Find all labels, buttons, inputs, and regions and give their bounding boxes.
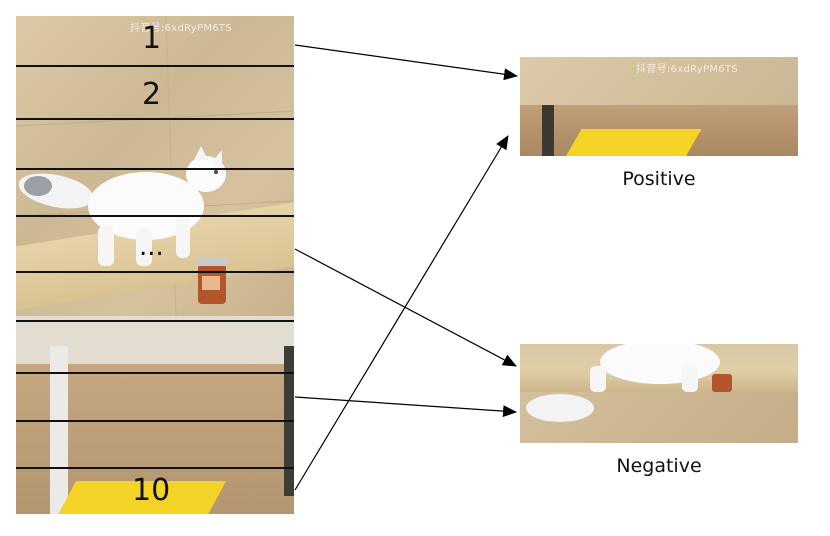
cat-tail-image bbox=[526, 394, 594, 422]
positive-band-bottom bbox=[520, 105, 798, 156]
arrow-segment10-to-positive bbox=[294, 135, 509, 491]
segment-ellipsis: ... bbox=[139, 232, 164, 262]
segment-divider bbox=[16, 320, 294, 322]
watermark-text: 抖音号:6xdRyPM6TS bbox=[636, 64, 738, 75]
segment-divider bbox=[16, 372, 294, 374]
segment-divider bbox=[16, 65, 294, 67]
segment-divider bbox=[16, 467, 294, 469]
cat-image bbox=[590, 344, 732, 392]
jar-image bbox=[196, 258, 228, 304]
segment-divider bbox=[16, 271, 294, 273]
negative-label: Negative bbox=[616, 455, 702, 477]
cat-image bbox=[18, 146, 226, 266]
segment-divider bbox=[16, 118, 294, 120]
watermark-text: 抖音号:6xdRyPM6TS bbox=[130, 23, 232, 34]
negative-band-top bbox=[520, 344, 798, 392]
counter-leg-white bbox=[50, 346, 68, 514]
arrow-lower-to-negative bbox=[294, 396, 517, 418]
positive-band-top: 抖音号:6xdRyPM6TS bbox=[520, 57, 798, 105]
segment-divider bbox=[16, 420, 294, 422]
negative-thumbnail bbox=[520, 344, 798, 443]
negative-band-bottom bbox=[520, 392, 798, 443]
segment-number-2: 2 bbox=[142, 77, 162, 112]
segment-number-10: 10 bbox=[132, 473, 171, 508]
arrow-middle-to-negative bbox=[294, 248, 517, 367]
leg-dark bbox=[542, 105, 554, 156]
arrow-segment1-to-positive bbox=[294, 44, 518, 81]
segment-number-1: 1 bbox=[142, 21, 162, 56]
positive-thumbnail: 抖音号:6xdRyPM6TS bbox=[520, 57, 798, 156]
segment-divider bbox=[16, 215, 294, 217]
segment-divider bbox=[16, 168, 294, 170]
positive-label: Positive bbox=[622, 168, 696, 190]
